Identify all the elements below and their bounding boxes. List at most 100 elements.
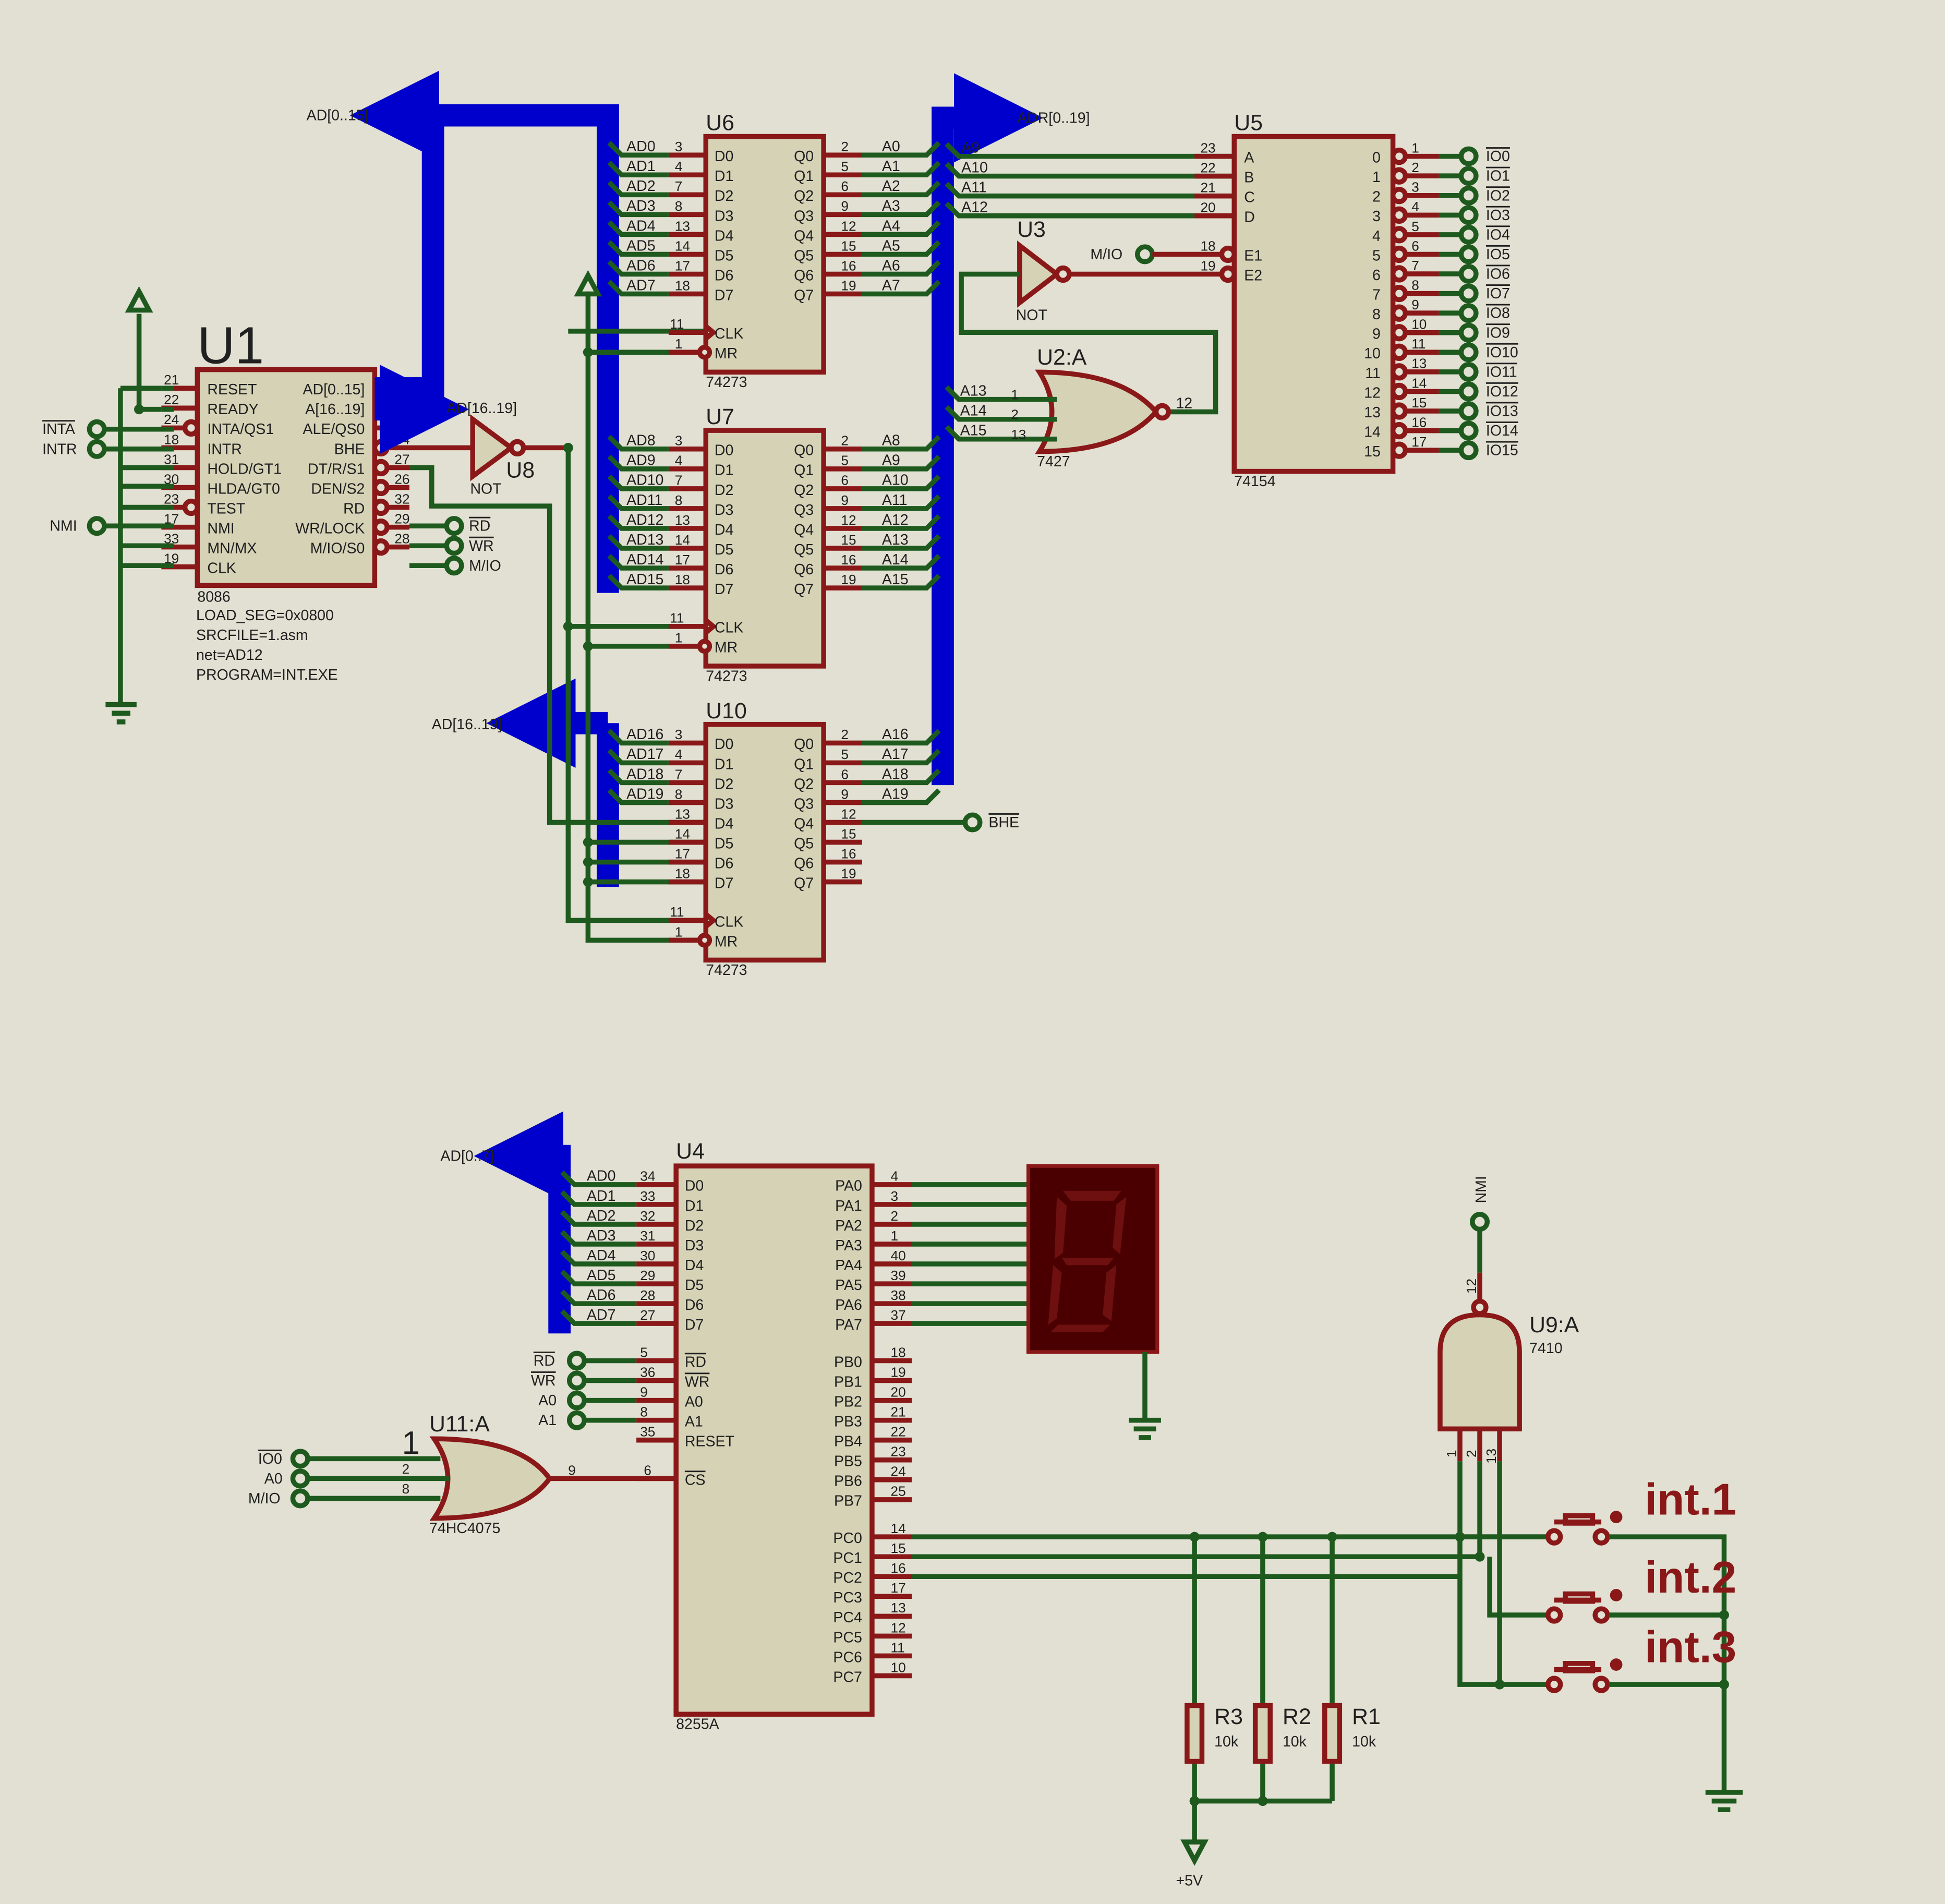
u3-not-gate[interactable]: U3 NOT — [959, 217, 1237, 415]
u4-d-net: AD0 — [587, 1168, 615, 1185]
ad1619-bus-label: AD[16..19] — [446, 400, 517, 417]
u9-in1: 1 — [1444, 1450, 1459, 1457]
latch-pinnum: 3 — [675, 139, 683, 154]
nmi-label: NMI — [50, 518, 77, 535]
u4-pb-pin: PB7 — [834, 1493, 862, 1510]
u9-out-num: 12 — [1464, 1279, 1479, 1294]
u4-8255a-ppi[interactable]: U4 8255A D034AD0D133AD1D232AD2D331AD3D43… — [560, 1139, 1029, 1733]
u1-property: net=AD12 — [196, 647, 263, 664]
rd2-label: RD — [534, 1353, 555, 1369]
switch-led — [1610, 1658, 1623, 1671]
latch-pin-d: D3 — [715, 502, 733, 519]
u4-ctl-pin: RESET — [685, 1433, 734, 1450]
u11-74hc4075-or-gate[interactable]: U11:A 74HC4075 1 2 8 9 IO0 A0 M/IO — [248, 1412, 676, 1537]
u1-pin-hlda-gt0: HLDA/GT0 — [207, 480, 280, 497]
latch-pin-q: Q4 — [794, 227, 814, 244]
u1-pin-ad-0--15-: AD[0..15] — [303, 381, 365, 398]
resistor-value: 10k — [1283, 1733, 1307, 1750]
adr-bus-label: ADR[0..19] — [1017, 110, 1090, 126]
resistor-value: 10k — [1352, 1733, 1376, 1750]
u1-pin-m-io-s0: M/IO/S0 — [310, 540, 365, 557]
u1-property: SRCFILE=1.asm — [196, 627, 308, 644]
latch-in-net: AD17 — [626, 746, 663, 763]
latch-pinnum: 17 — [675, 846, 690, 861]
latch-in-net: AD18 — [626, 766, 663, 782]
u1-pin-hold-gt1: HOLD/GT1 — [207, 461, 282, 477]
u4-pinnum: 25 — [891, 1484, 906, 1499]
u4-pc-pin: PC4 — [833, 1609, 862, 1626]
latch-pinnum: 14 — [675, 532, 690, 548]
u4-pc-pin: PC1 — [833, 1550, 862, 1566]
latch-out-net: A0 — [882, 138, 900, 155]
u2-in-net: A15 — [960, 423, 987, 439]
u8-not-gate[interactable]: U8 NOT — [409, 414, 571, 498]
latch-pinnum: 19 — [841, 572, 856, 587]
latch-in-net: AD16 — [626, 726, 663, 743]
latch-in-net: AD12 — [626, 512, 663, 528]
u4-d-net: AD1 — [587, 1188, 615, 1204]
u5-out-pin: 6 — [1372, 267, 1381, 284]
u1-8086-chip[interactable]: U1 8086 LOAD_SEG=0x0800SRCFILE=1.asmnet=… — [161, 317, 410, 683]
nmi2-label: NMI — [1473, 1176, 1490, 1203]
latch-pin-q: Q3 — [794, 208, 814, 224]
latch-in-net: AD14 — [626, 551, 663, 568]
latch-pin-q: Q3 — [794, 502, 814, 519]
u5-in-pin: B — [1244, 170, 1254, 186]
latch-pinnum: 8 — [675, 492, 683, 508]
u9-7410-nand-gate[interactable]: NMI U9:A 7410 12 1 2 13 — [1437, 1176, 1579, 1464]
latch-in-net: AD7 — [626, 277, 655, 294]
u5-out-net: IO9 — [1486, 324, 1510, 341]
u4-pb-pin: PB0 — [834, 1354, 862, 1370]
u5-out-net: IO6 — [1486, 266, 1510, 283]
nmi-terminal[interactable] — [87, 516, 107, 536]
latch-pin-q: Q0 — [794, 148, 814, 165]
u2-type: 7427 — [1037, 453, 1070, 470]
latch-pin-q: Q7 — [794, 875, 814, 892]
u5-type: 74154 — [1234, 473, 1275, 490]
u1-left-terminals[interactable]: INTA INTR NMI — [42, 419, 174, 536]
bhe-terminal[interactable]: BHE — [862, 812, 1019, 833]
intr-label: INTR — [42, 441, 77, 457]
u1-pin-den-s2: DEN/S2 — [311, 480, 365, 497]
u5-pinnum: 13 — [1411, 356, 1427, 371]
latch-pinnum: 4 — [675, 453, 683, 468]
latch-pin-q: Q1 — [794, 756, 814, 773]
latch-pinnum: 4 — [675, 159, 683, 174]
u4-control-terminals[interactable]: RD WR A0 A1 — [531, 1351, 587, 1430]
u5-out-pin: 3 — [1372, 208, 1381, 225]
latch-in-net: AD1 — [626, 158, 655, 175]
u5-out-net: IO7 — [1486, 285, 1510, 302]
latch-pinnum: 14 — [675, 238, 690, 254]
u5-out-net: IO8 — [1486, 305, 1510, 322]
u1-pinnum: 22 — [164, 392, 179, 407]
latch-pin-d: D6 — [715, 267, 733, 284]
u5-74154-decoder[interactable]: U5 74154 A23A9B22A10C21A11D20A12E118E219… — [945, 111, 1518, 490]
inta-terminal[interactable] — [87, 419, 107, 439]
u10g-type: 74273 — [706, 962, 747, 979]
u7g-ref: U7 — [706, 404, 734, 429]
io0-label: IO0 — [258, 1451, 282, 1467]
u1-right-terminals[interactable]: RD WR M/IO — [409, 516, 501, 576]
latch-pinnum: 11 — [670, 904, 684, 920]
u1-pinnum: 26 — [394, 471, 409, 487]
switch-label: int.1 — [1645, 1475, 1736, 1524]
u4-d-net: AD3 — [587, 1227, 615, 1244]
u1-pin-rd: RD — [343, 500, 365, 517]
u4-pinnum: 12 — [891, 1620, 906, 1635]
bhe-label: BHE — [988, 814, 1019, 831]
u4-pinnum: 3 — [891, 1188, 899, 1204]
latch-pin-d: D0 — [715, 442, 733, 459]
u4-pinnum: 28 — [640, 1287, 655, 1303]
mio-term-label: M/IO — [469, 558, 501, 574]
u4-d-net: AD7 — [587, 1307, 615, 1323]
u2-ref: U2:A — [1037, 345, 1087, 370]
latch-pin-d: D2 — [715, 776, 733, 792]
latch-pin-q: Q0 — [794, 736, 814, 753]
intr-terminal[interactable] — [87, 439, 107, 459]
latch-pinnum: 1 — [675, 336, 683, 352]
